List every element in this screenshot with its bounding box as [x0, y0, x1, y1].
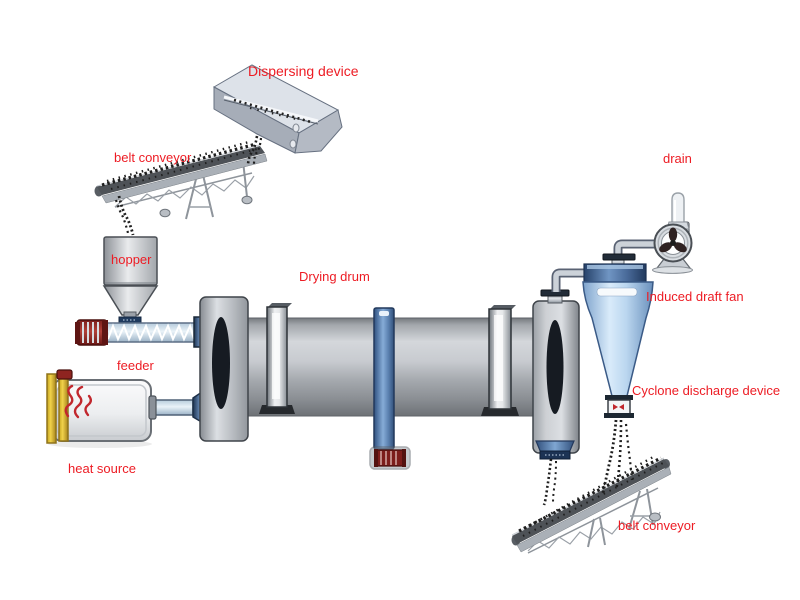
conveyor-belt — [512, 459, 669, 544]
drive-band — [369, 307, 411, 470]
belt-conveyor-bottom — [511, 457, 672, 554]
drum-opening — [546, 320, 564, 414]
fan-blades-icon — [659, 227, 687, 253]
label-belt-conveyor-top: belt conveyor — [114, 150, 192, 165]
hopper — [102, 236, 159, 324]
label-heat-source: heat source — [68, 461, 136, 476]
label-induced-draft-fan: Induced draft fan — [646, 289, 744, 304]
cyclone-cone — [582, 281, 654, 397]
hole — [289, 139, 297, 149]
screw-flight — [107, 323, 195, 342]
cyclone-discharge-device — [604, 395, 634, 418]
cyclone — [582, 253, 654, 397]
dispersing-device — [212, 64, 343, 154]
conveyor-wheel — [159, 208, 171, 218]
induced-draft-fan — [652, 192, 693, 274]
label-hopper: hopper — [111, 252, 152, 267]
hole — [292, 123, 300, 133]
riding-ring — [481, 305, 519, 416]
riding-ring — [259, 303, 295, 414]
flame-icon — [64, 384, 92, 419]
heat-source — [46, 369, 206, 448]
drum-opening — [212, 317, 230, 409]
drain-pipe — [666, 192, 690, 230]
conveyor-wheel — [241, 195, 253, 205]
label-belt-conveyor-bottom: belt conveyor — [618, 518, 696, 533]
drying-drum — [199, 289, 580, 470]
label-drain: drain — [663, 151, 692, 166]
label-dispersing-device: Dispersing device — [248, 63, 359, 79]
hot-air-pipe — [154, 399, 194, 416]
screw-feeder — [75, 316, 205, 348]
exhaust-pipes — [551, 239, 657, 292]
label-feeder: feeder — [117, 358, 154, 373]
conveyor-wheel — [649, 512, 661, 522]
label-cyclone-discharge-device: Cyclone discharge device — [632, 383, 781, 398]
drive-motor — [375, 449, 405, 467]
feed-housing — [199, 296, 249, 442]
discharge-housing — [532, 289, 580, 460]
burner-cap — [56, 369, 73, 380]
label-drying-drum: Drying drum — [299, 269, 370, 284]
frame-column — [46, 373, 57, 444]
material-streams — [101, 135, 664, 537]
